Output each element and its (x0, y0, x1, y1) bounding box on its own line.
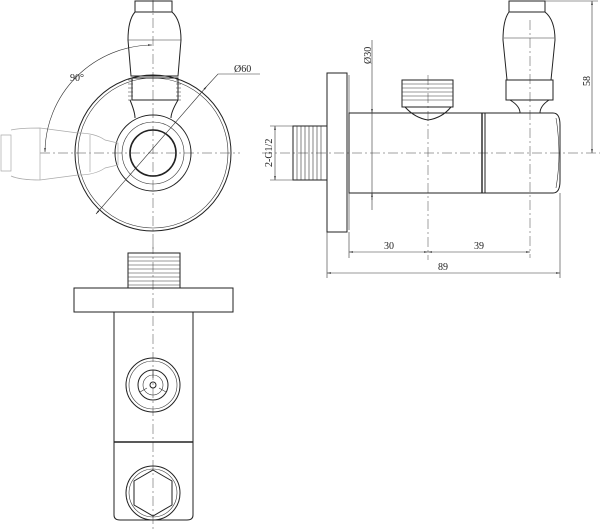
flange-side (326, 72, 348, 233)
valve-body (348, 112, 486, 194)
dim-58-label: 58 (582, 76, 593, 86)
inlet-thread (292, 125, 328, 181)
bottom-view (73, 244, 234, 532)
flange-diameter-label: Ø60 (234, 64, 251, 75)
side-view: Ø30 2-G1/2 30 39 89 58 (262, 0, 600, 278)
dim-30-label: 30 (384, 241, 394, 252)
thread-bottom (127, 252, 181, 289)
dim-39-label: 39 (474, 241, 484, 252)
handle-top (127, 0, 182, 119)
handle-rotated-ghost (0, 127, 119, 181)
thread-label: 2-G1/2 (264, 139, 275, 167)
angle-dimension-arc (44, 44, 153, 153)
hex-plug (125, 465, 181, 521)
flange-circle (74, 74, 232, 232)
body-diameter-label: Ø30 (363, 47, 374, 64)
top-view: 90° Ø60 (0, 0, 260, 250)
outlet-thread (401, 79, 454, 108)
handle-side (502, 0, 556, 114)
angle-label: 90° (70, 73, 84, 84)
cartridge-outlet (125, 357, 181, 413)
dim-89-label: 89 (438, 262, 448, 273)
flange-bottom (73, 287, 234, 313)
